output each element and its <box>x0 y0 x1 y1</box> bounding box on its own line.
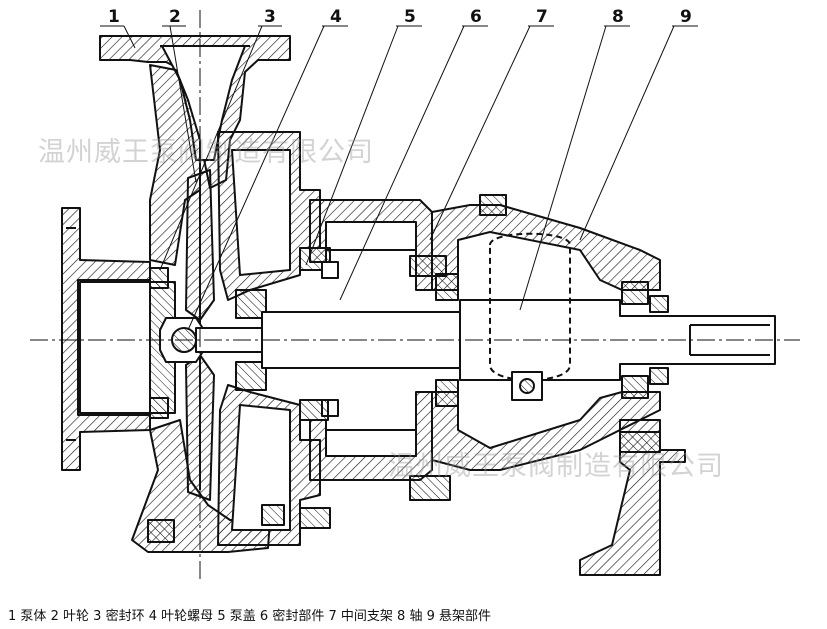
callout-9: 9 <box>579 7 698 241</box>
legend-part-name: 叶轮 <box>63 609 90 624</box>
callout-6: 6 <box>339 7 488 301</box>
fasteners <box>147 399 331 543</box>
legend-num: 8 <box>397 609 406 624</box>
legend-num: 9 <box>426 609 435 624</box>
watermark: 温州威王泵阀制造有限公司 <box>38 137 374 168</box>
parts-legend: 1 泵体 2 叶轮 3 密封环 4 叶轮螺母 5 泵盖 6 密封部件 7 中间支… <box>8 605 491 624</box>
legend-part-name: 密封环 <box>105 609 145 624</box>
legend-num: 2 <box>50 609 59 624</box>
shaft <box>195 299 776 381</box>
bearing-frame <box>431 194 686 576</box>
legend-num: 5 <box>217 609 226 624</box>
pump-cover <box>217 131 331 546</box>
callout-5: 5 <box>305 7 422 266</box>
callout-number: 8 <box>612 7 624 27</box>
legend-num: 1 <box>8 609 17 624</box>
callout-1: 1 <box>100 7 136 49</box>
legend-part-name: 轴 <box>409 609 423 624</box>
callout-number: 5 <box>404 7 416 27</box>
callout-number: 3 <box>264 7 276 27</box>
callout-number: 1 <box>108 7 120 27</box>
callout-number: 6 <box>470 7 482 27</box>
legend-part-name: 泵盖 <box>229 609 256 624</box>
legend-num: 6 <box>259 609 269 624</box>
callout-number: 9 <box>680 7 692 27</box>
pump-cross-section-drawing: 1 2 3 4 5 6 7 8 9 <box>30 7 800 580</box>
callout-7: 7 <box>429 7 554 241</box>
intermediate-bracket <box>309 199 451 501</box>
legend-num: 3 <box>93 609 102 624</box>
watermark: 温州威王泵阀制造有限公司 <box>388 451 724 482</box>
legend-num: 4 <box>148 609 158 624</box>
legend-num: 7 <box>328 609 337 624</box>
callout-2: 2 <box>162 7 197 183</box>
callout-number: 2 <box>169 7 181 27</box>
legend-part-name: 中间支架 <box>340 609 393 624</box>
callout-3: 3 <box>159 7 282 271</box>
callout-4: 4 <box>187 7 348 331</box>
callout-number: 7 <box>536 7 548 27</box>
callout-8: 8 <box>519 7 630 311</box>
wear-ring <box>149 267 169 419</box>
legend-part-name: 悬架部件 <box>439 609 492 624</box>
callout-number: 4 <box>330 7 342 27</box>
legend-part-name: 密封部件 <box>272 609 325 624</box>
legend-part-name: 叶轮螺母 <box>161 609 214 624</box>
legend-part-name: 泵体 <box>20 609 47 624</box>
